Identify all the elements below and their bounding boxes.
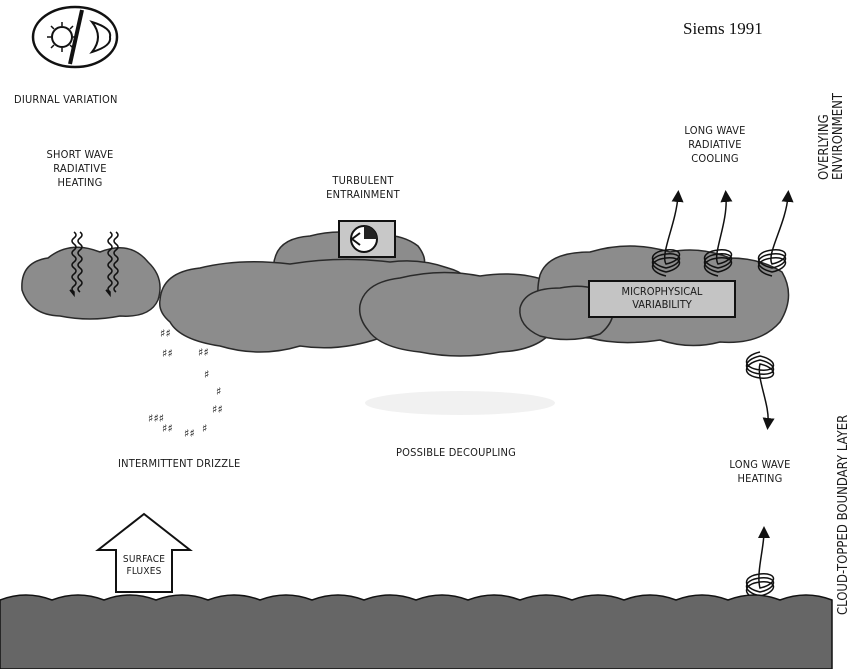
svg-text:♯: ♯ xyxy=(202,422,207,435)
longwave-cooling-coils xyxy=(651,190,794,277)
svg-text:♯♯♯: ♯♯♯ xyxy=(148,412,164,425)
boundary-layer-label: CLOUD-TOPPED BOUNDARY LAYER xyxy=(836,414,851,615)
credit-label: Siems 1991 xyxy=(683,19,763,38)
svg-text:♯♯: ♯♯ xyxy=(162,347,173,360)
possible-decoupling-label: POSSIBLE DECOUPLING xyxy=(396,446,517,459)
microphysical-box xyxy=(588,280,736,318)
turbulent-entrainment-label: TURBULENT ENTRAINMENT xyxy=(326,174,400,201)
overlying-environment-label: OVERLYING ENVIRONMENT xyxy=(817,92,846,180)
intermittent-drizzle-label: INTERMITTENT DRIZZLE xyxy=(118,457,241,470)
longwave-heating-coil xyxy=(745,526,775,601)
cloud-left xyxy=(21,246,161,320)
microphysical-variability-label: MICROPHYSICAL VARIABILITY xyxy=(621,285,703,311)
surface-fluxes-arrow xyxy=(95,512,193,593)
drizzle-drops: ♯♯ ♯♯ ♯♯ ♯ ♯ ♯♯ ♯♯♯ ♯♯ ♯♯ ♯ xyxy=(148,327,223,440)
decoupling-haze xyxy=(365,391,555,415)
entrainment-icon xyxy=(338,220,396,258)
diurnal-variation-label: DIURNAL VARIATION xyxy=(14,93,118,106)
longwave-cooling-label: LONG WAVE RADIATIVE COOLING xyxy=(684,124,746,165)
shortwave-heating-label: SHORT WAVE RADIATIVE HEATING xyxy=(46,148,114,189)
surface-fluxes-label: SURFACE FLUXES xyxy=(122,554,166,577)
svg-text:♯♯: ♯♯ xyxy=(198,346,209,359)
longwave-heating-label: LONG WAVE HEATING xyxy=(729,458,791,485)
svg-text:♯♯: ♯♯ xyxy=(184,427,195,440)
shortwave-squiggles xyxy=(69,231,119,298)
svg-text:♯♯: ♯♯ xyxy=(162,422,173,435)
longwave-downward-coil xyxy=(745,351,775,430)
svg-text:♯♯: ♯♯ xyxy=(212,403,223,416)
svg-text:♯: ♯ xyxy=(216,385,221,398)
svg-text:♯♯: ♯♯ xyxy=(160,327,171,340)
svg-text:♯: ♯ xyxy=(204,368,209,381)
cloud-layer xyxy=(21,231,790,357)
sun-moon-icon xyxy=(31,5,119,69)
ocean-surface xyxy=(0,594,833,669)
